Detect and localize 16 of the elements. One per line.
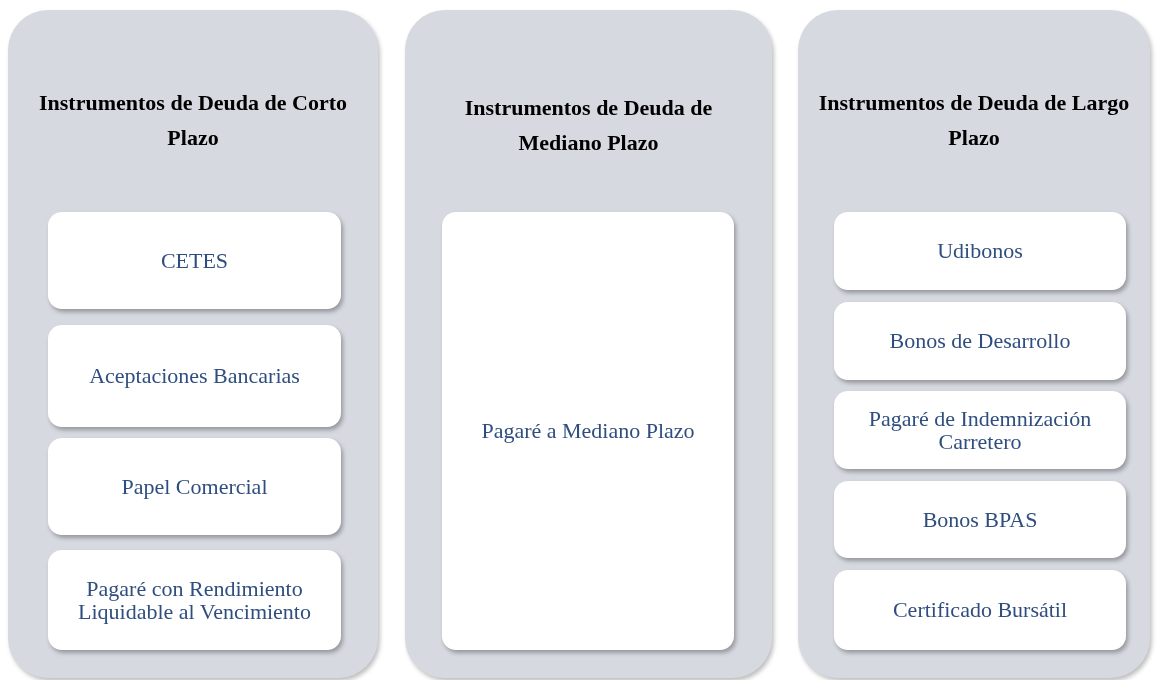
instrument-card: CETES <box>48 212 341 309</box>
instrument-card: Bonos BPAS <box>834 481 1126 558</box>
column-panel <box>798 10 1150 678</box>
column-heading: Instrumentos de Deuda de Largo Plazo <box>818 89 1130 153</box>
column-heading: Instrumentos de Deuda de Mediano Plazo <box>463 94 714 158</box>
column-panel <box>405 10 772 678</box>
instrument-card: Pagaré de Indemnización Carretero <box>834 391 1126 469</box>
instrument-card: Aceptaciones Bancarias <box>48 325 341 427</box>
instrument-card: Certificado Bursátil <box>834 570 1126 650</box>
instrument-card: Papel Comercial <box>48 438 341 535</box>
instrument-card: Pagaré con Rendimiento Liquidable al Vencimiento <box>48 550 341 650</box>
column-panel <box>8 10 378 678</box>
instrument-card: Pagaré a Mediano Plazo <box>442 212 734 650</box>
instrument-card: Udibonos <box>834 212 1126 290</box>
instrument-card: Bonos de Desarrollo <box>834 302 1126 380</box>
column-heading: Instrumentos de Deuda de Corto Plazo <box>38 89 348 153</box>
